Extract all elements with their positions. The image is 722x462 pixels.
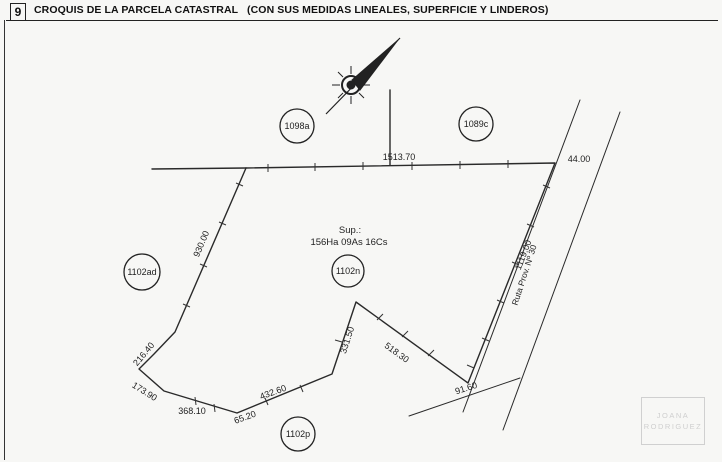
measure-518: 518.30 [383, 340, 411, 364]
road-line-outer [502, 111, 621, 431]
watermark-line2: RODRIGUEZ [643, 422, 703, 431]
parcel-label-1089c: 1089c [464, 119, 489, 129]
boundary-ticks [182, 160, 551, 413]
section-header: 9 CROQUIS DE LA PARCELA CATASTRAL (CON S… [6, 2, 718, 21]
measure-44: 44.00 [568, 154, 591, 164]
watermark-logo: JOANA RODRIGUEZ [641, 397, 705, 445]
parcel-circle-1102p [280, 416, 316, 452]
road-line-inner [462, 99, 581, 413]
sketch-frame [4, 20, 717, 460]
title-main: CROQUIS DE LA PARCELA CATASTRAL [34, 4, 238, 16]
title-subtitle: (CON SUS MEDIDAS LINEALES, SUPERFICIE Y … [247, 4, 549, 16]
measure-368: 368.10 [178, 406, 206, 416]
parcel-circle-1102n [331, 254, 365, 288]
watermark-line1: JOANA [656, 411, 690, 420]
surface-value: 156Ha 09As 16Cs [310, 237, 387, 248]
parcel-label-1102n: 1102n [336, 266, 360, 276]
north-arrow-icon [325, 37, 401, 115]
parcel-label-1098a: 1098a [284, 121, 309, 131]
parcel-label-1102ad: 1102ad [127, 267, 156, 277]
north-boundary-line [151, 167, 247, 170]
section-number: 9 [10, 3, 26, 21]
surface-label: Sup.: [339, 225, 361, 236]
parcel-circle-1102ad [123, 253, 161, 291]
measure-1513: 1513.70 [383, 152, 416, 162]
parcel-circle-1089c [458, 106, 494, 142]
section-title: CROQUIS DE LA PARCELA CATASTRAL (CON SUS… [34, 4, 549, 16]
parcel-circle-1098a [279, 108, 315, 144]
parcel-label-1102p: 1102p [286, 429, 310, 439]
measure-331: 331.50 [338, 325, 356, 354]
measure-65: 65.20 [233, 409, 258, 426]
parcel-boundary [138, 162, 556, 414]
road-cross-line [408, 377, 521, 417]
